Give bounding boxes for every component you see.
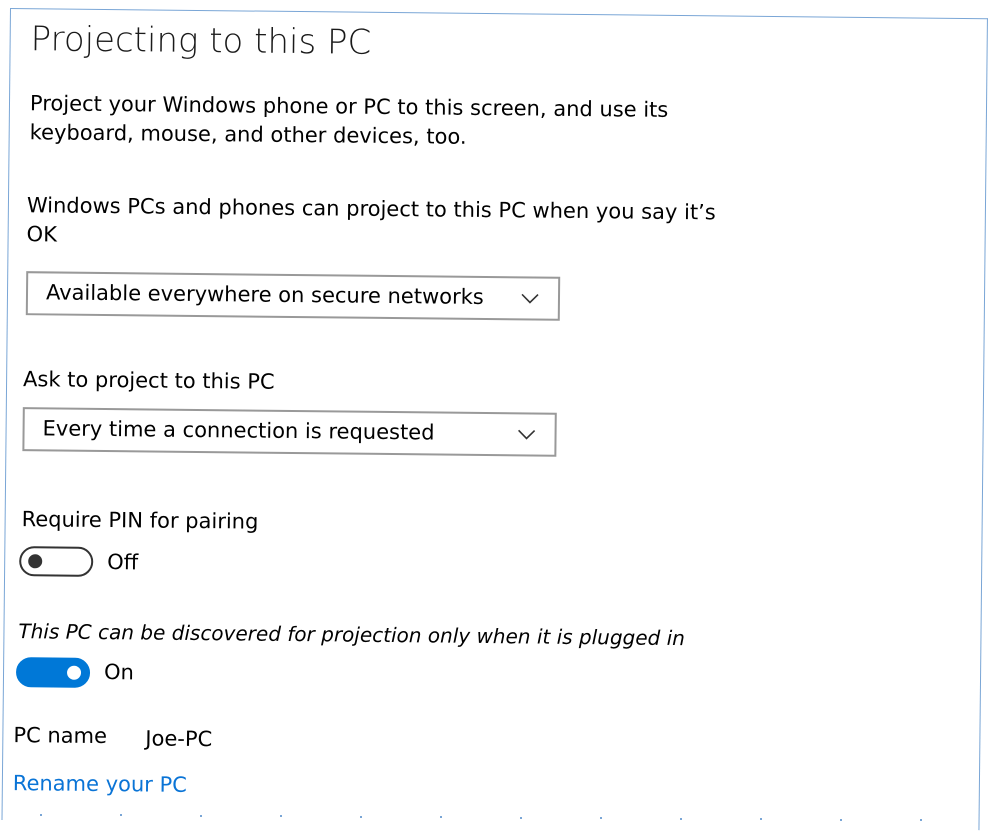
pc-name-label: PC name xyxy=(13,723,108,749)
plugged-toggle[interactable] xyxy=(15,657,91,688)
availability-dropdown[interactable]: Available everywhere on secure networks xyxy=(25,271,561,321)
page-title: Projecting to this PC xyxy=(30,19,372,63)
pin-toggle[interactable] xyxy=(19,546,94,577)
pin-label: Require PIN for pairing xyxy=(21,507,259,534)
ask-dropdown[interactable]: Every time a connection is requested xyxy=(22,407,557,457)
plugged-toggle-state: On xyxy=(103,660,135,685)
availability-label: Windows PCs and phones can project to th… xyxy=(26,193,716,247)
ask-label: Ask to project to this PC xyxy=(22,367,275,394)
availability-dropdown-value: Available everywhere on secure networks xyxy=(45,280,484,309)
page-description: Project your Windows phone or PC to this… xyxy=(29,91,669,149)
rename-pc-link[interactable]: Rename your PC xyxy=(12,771,188,797)
ask-dropdown-value: Every time a connection is requested xyxy=(42,416,435,445)
chevron-down-icon xyxy=(518,429,536,440)
chevron-down-icon xyxy=(521,293,539,304)
bottom-edge-dots xyxy=(40,814,922,821)
settings-panel: Projecting to this PC Project your Windo… xyxy=(1,8,988,831)
toggle-knob xyxy=(66,665,82,680)
pc-name-value: Joe-PC xyxy=(145,726,213,752)
toggle-knob xyxy=(28,554,43,569)
pin-toggle-state: Off xyxy=(107,550,139,575)
plugged-label: This PC can be discovered for projection… xyxy=(18,619,686,651)
